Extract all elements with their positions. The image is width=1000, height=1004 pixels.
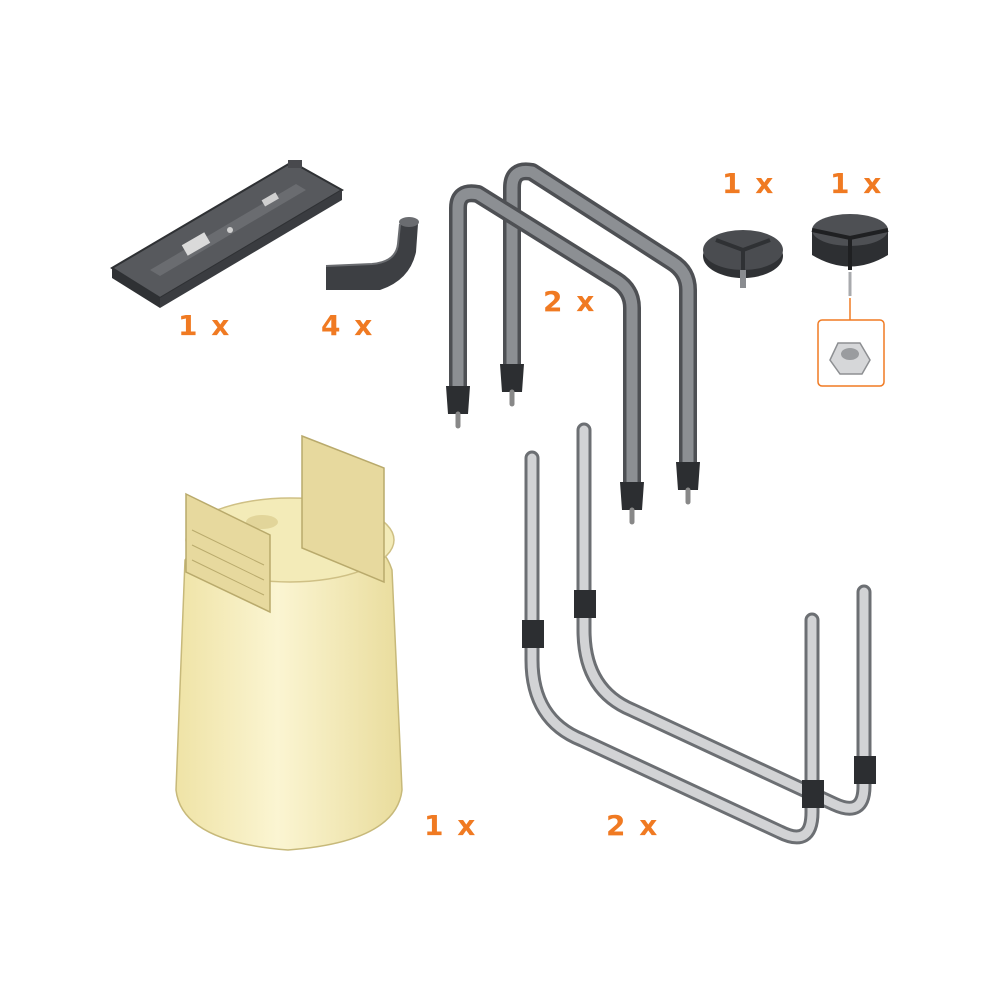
upper-tube-quantity: 2 x: [543, 285, 597, 318]
lower-tube-quantity: 2 x: [606, 809, 660, 842]
hub-with-nut-icon: [811, 214, 889, 387]
bag-quantity: 1 x: [424, 809, 478, 842]
fabric-bag-icon: [175, 434, 403, 851]
bracket-quantity: 1 x: [178, 309, 232, 342]
swivel-disc-icon: [703, 230, 783, 288]
corner-quantity: 4 x: [321, 309, 375, 342]
bent-tube-light-icon: [522, 422, 876, 845]
corner-connector-icon: [325, 217, 419, 290]
disc-quantity: 1 x: [722, 167, 776, 200]
bent-tube-dark-icon: [446, 162, 700, 525]
hub-quantity: 1 x: [830, 167, 884, 200]
mounting-bracket-icon: [110, 160, 345, 308]
